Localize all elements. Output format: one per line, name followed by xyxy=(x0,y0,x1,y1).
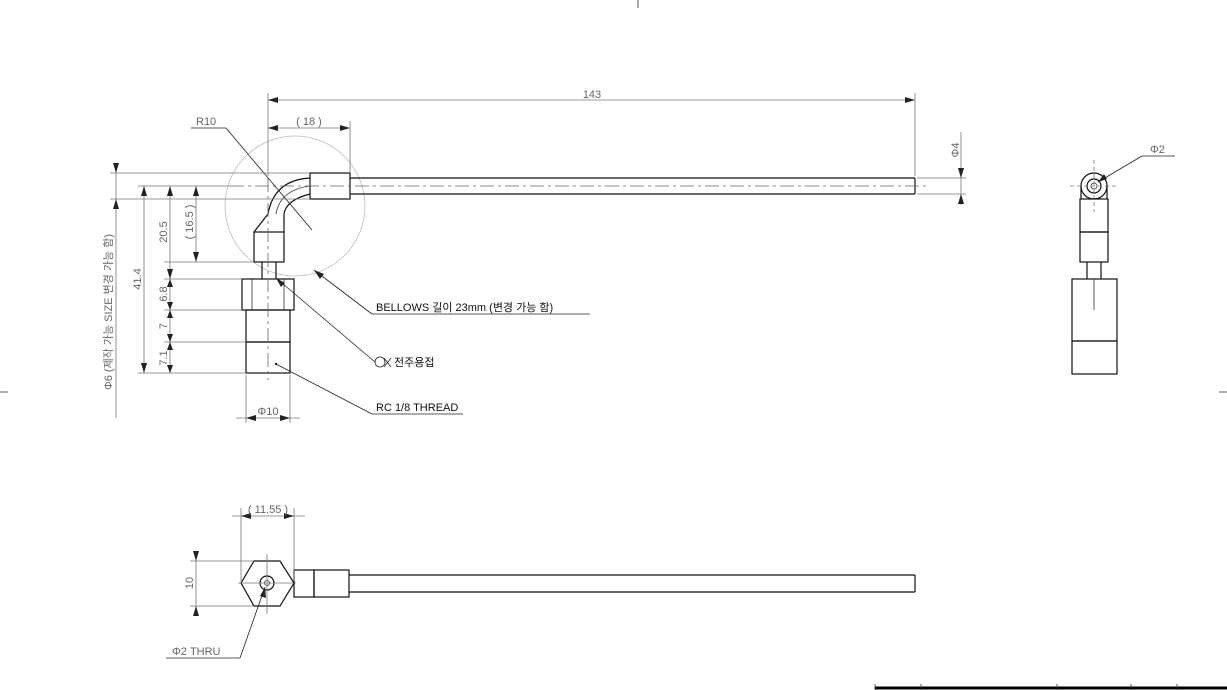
dim-hex-height-top: 10 xyxy=(184,577,196,589)
dim-bottom-diameter: Φ10 xyxy=(257,406,278,418)
dim-left-vertical-note: Φ6 (제작 가능 SIZE 변경 가능 함) xyxy=(102,234,115,390)
dim-pipe-diameter: Φ4 xyxy=(950,143,962,158)
dim-bend-radius: R10 xyxy=(196,116,216,128)
dim-overall-length: 143 xyxy=(583,89,601,101)
hex-outline xyxy=(240,560,295,607)
note-thread: RC 1/8 THREAD xyxy=(376,402,458,414)
dim-bend-extension: ( 18 ) xyxy=(296,116,322,128)
bend-radius-circle xyxy=(224,135,366,277)
note-weld: 전주용접 xyxy=(394,356,434,369)
top-view xyxy=(238,554,916,614)
dim-bend-height-ref: ( 16.5 ) xyxy=(184,205,196,240)
elbow-collar-vertical xyxy=(253,231,285,263)
dim-body-height: 7 xyxy=(158,323,170,329)
title-block-edge xyxy=(874,684,1227,690)
dim-bend-height: 20.5 xyxy=(158,221,170,242)
front-view-notes: BELLOWS 길이 23mm (변경 가능 함) 전주용접 RC 1/8 TH… xyxy=(275,269,590,415)
view-extent-ticks xyxy=(0,0,1227,393)
dim-hex-height: 6.8 xyxy=(158,286,170,301)
dim-side-hole: Φ2 xyxy=(1150,144,1165,156)
dim-thread-length: 7.1 xyxy=(158,350,170,365)
weld-symbol-icon xyxy=(374,356,392,368)
dim-total-height: 41.4 xyxy=(132,268,144,289)
dim-thru-hole: Φ2 THRU xyxy=(172,646,221,658)
note-bellows: BELLOWS 길이 23mm (변경 가능 함) xyxy=(376,301,553,314)
side-view: Φ2 xyxy=(1070,144,1175,375)
front-view-dimensions: 143 ( 18 ) R10 Φ4 Φ6 (제작 가능 SIZE 변경 가능 함… xyxy=(102,89,966,423)
dim-hex-across: ( 11.55 ) xyxy=(248,504,288,516)
front-view xyxy=(224,135,930,380)
top-view-dimensions: ( 11.55 ) 10 Φ2 THRU xyxy=(166,504,305,659)
